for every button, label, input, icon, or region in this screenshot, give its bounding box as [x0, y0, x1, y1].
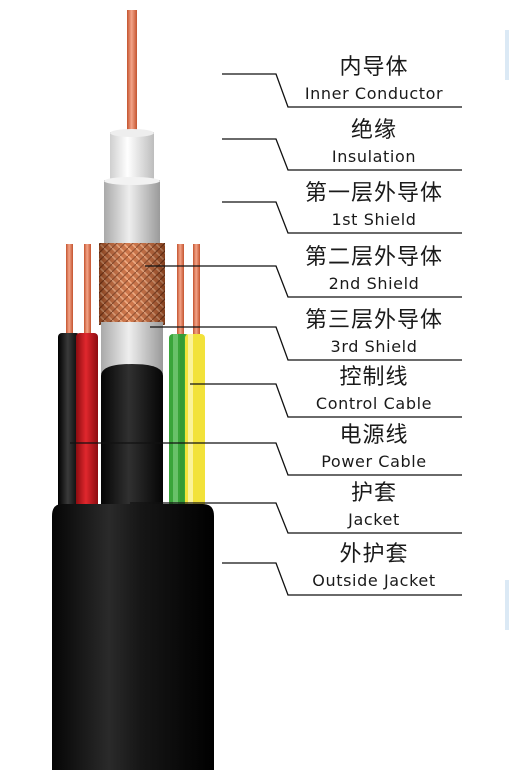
callout-cn-label: 电源线: [339, 423, 409, 448]
callout-en-label: Jacket: [348, 510, 400, 529]
callout-cn-label: 第三层外导体: [304, 308, 443, 333]
callout-en-label: Insulation: [331, 147, 417, 166]
leader-2nd-shield: [145, 265, 462, 298]
leader-outside-jacket: [222, 562, 462, 596]
power-wire-red: [76, 333, 98, 518]
leader-insulation: [222, 138, 462, 171]
callout-cn-label: 第一层外导体: [304, 181, 443, 206]
control-wire-conductor-right: [193, 244, 200, 340]
power-wire-conductor-right: [84, 244, 91, 339]
callout-cn-label: 内导体: [339, 55, 409, 80]
callout-en-label: Power Cable: [321, 452, 427, 471]
leader-inner-conductor: [222, 73, 462, 108]
callout-cn-label: 外护套: [339, 542, 409, 567]
coax-jacket-layer: [101, 364, 163, 520]
leader-control-cable: [190, 383, 462, 418]
callout-cn-label: 第二层外导体: [304, 245, 443, 270]
callout-en-label: 2nd Shield: [328, 274, 420, 293]
leader-jacket: [130, 502, 462, 534]
callout-cn-label: 控制线: [339, 365, 409, 390]
page-edge-strip-lower: [505, 580, 509, 630]
insulation-layer: [110, 132, 154, 184]
first-shield-layer: [104, 180, 160, 246]
outside-jacket-layer: [52, 504, 214, 770]
callout-en-label: 1st Shield: [331, 210, 417, 229]
callout-en-label: Outside Jacket: [312, 571, 436, 590]
inner-conductor-wire: [127, 10, 137, 136]
callout-en-label: Control Cable: [315, 394, 433, 413]
control-wire-conductor-left: [177, 244, 184, 340]
leader-power-cable: [70, 442, 462, 476]
callout-en-label: 3rd Shield: [330, 337, 418, 356]
power-wire-conductor-left: [66, 244, 73, 339]
leader-3rd-shield: [150, 326, 462, 361]
callout-cn-label: 护套: [350, 481, 397, 506]
callout-cn-label: 绝缘: [350, 118, 397, 143]
callout-en-label: Inner Conductor: [304, 84, 444, 103]
page-edge-strip: [505, 30, 509, 80]
leader-lines: [70, 73, 462, 596]
power-wire-black: [58, 333, 80, 518]
leader-1st-shield: [222, 201, 462, 234]
